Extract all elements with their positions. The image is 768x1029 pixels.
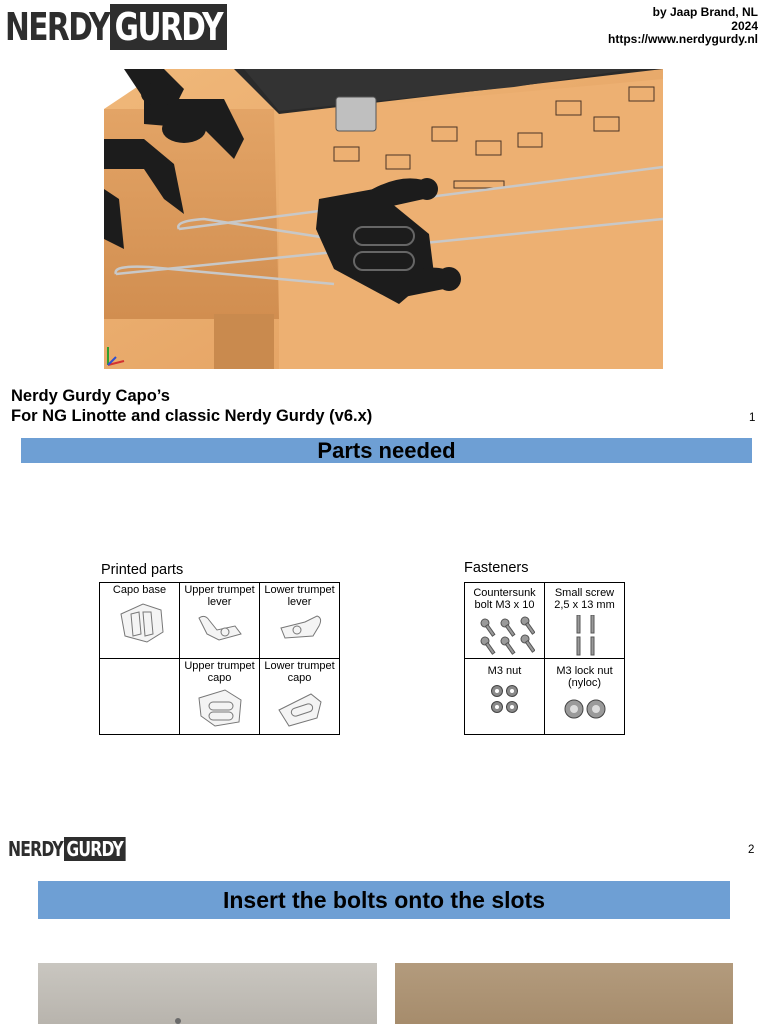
nerdygurdy-logo-small: NERDY GURDY	[8, 837, 143, 861]
cell-label: Upper trumpet lever	[184, 584, 255, 608]
logo-part-gurdy: GURDY	[110, 4, 228, 50]
lower-trumpet-lever-drawing	[279, 615, 321, 639]
year: 2024	[731, 18, 758, 33]
cell-label: Lower trumpet lever	[264, 584, 335, 608]
page-number-2: 2	[748, 844, 755, 856]
cell-lower-trumpet-capo: Lower trumpet capo	[259, 658, 340, 735]
byline: by Jaap Brand, NL 2024 https://www.nerdy…	[608, 5, 758, 47]
upper-trumpet-capo-drawing	[197, 689, 242, 727]
logo-part-nerdy: NERDY	[5, 5, 111, 49]
lock-nut-drawing	[564, 699, 605, 719]
cell-label: Small screw 2,5 x 13 mm	[554, 587, 615, 611]
cell-label: Capo base	[112, 584, 167, 596]
fasteners-table: Countersunk bolt M3 x 10 Small screw 2,5…	[464, 582, 625, 735]
cell-m3-lock-nut: M3 lock nut (nyloc)	[544, 658, 625, 735]
cell-lower-trumpet-lever: Lower trumpet lever	[259, 582, 340, 659]
m3-nut-drawing	[490, 685, 518, 713]
cell-label: Upper trumpet capo	[184, 660, 255, 684]
cell-label: Countersunk bolt M3 x 10	[473, 587, 536, 611]
cell-label: M3 nut	[487, 665, 522, 677]
page-number-1: 1	[749, 412, 756, 424]
author: by Jaap Brand, NL	[652, 5, 758, 19]
screw-drawing	[576, 615, 594, 656]
title-line-2: For NG Linotte and classic Nerdy Gurdy (…	[11, 406, 373, 425]
cell-empty	[99, 658, 180, 735]
printed-parts-table: Capo base Upper trumpet lever Lower trum…	[99, 582, 340, 735]
section-heading-parts-needed: Parts needed	[21, 438, 752, 463]
section-heading-insert-bolts: Insert the bolts onto the slots	[38, 881, 730, 919]
cell-upper-trumpet-lever: Upper trumpet lever	[179, 582, 260, 659]
lower-trumpet-capo-drawing	[277, 693, 322, 727]
website-url[interactable]: https://www.nerdygurdy.nl	[608, 32, 758, 46]
logo-part-gurdy: GURDY	[64, 837, 126, 861]
cell-label: Lower trumpet capo	[264, 660, 335, 684]
logo-part-nerdy: NERDY	[8, 837, 64, 861]
cell-countersunk-bolt: Countersunk bolt M3 x 10	[464, 582, 545, 659]
capo-render-image	[104, 69, 663, 369]
capo-base-drawing	[119, 603, 164, 643]
cell-small-screw: Small screw 2,5 x 13 mm	[544, 582, 625, 659]
printed-parts-caption: Printed parts	[101, 562, 184, 578]
cell-upper-trumpet-capo: Upper trumpet capo	[179, 658, 260, 735]
photo-right	[395, 963, 733, 1024]
fasteners-caption: Fasteners	[464, 560, 529, 576]
title-line-1: Nerdy Gurdy Capo’s	[11, 387, 170, 405]
cell-label: M3 lock nut (nyloc)	[556, 665, 613, 689]
photo-left	[38, 963, 377, 1024]
cell-capo-base: Capo base	[99, 582, 180, 659]
cell-m3-nut: M3 nut	[464, 658, 545, 735]
nerdygurdy-logo: NERDY GURDY	[5, 4, 260, 50]
document-title: Nerdy Gurdy Capo’s For NG Linotte and cl…	[11, 387, 372, 426]
bolt-drawing	[480, 616, 535, 655]
upper-trumpet-lever-drawing	[197, 615, 242, 641]
